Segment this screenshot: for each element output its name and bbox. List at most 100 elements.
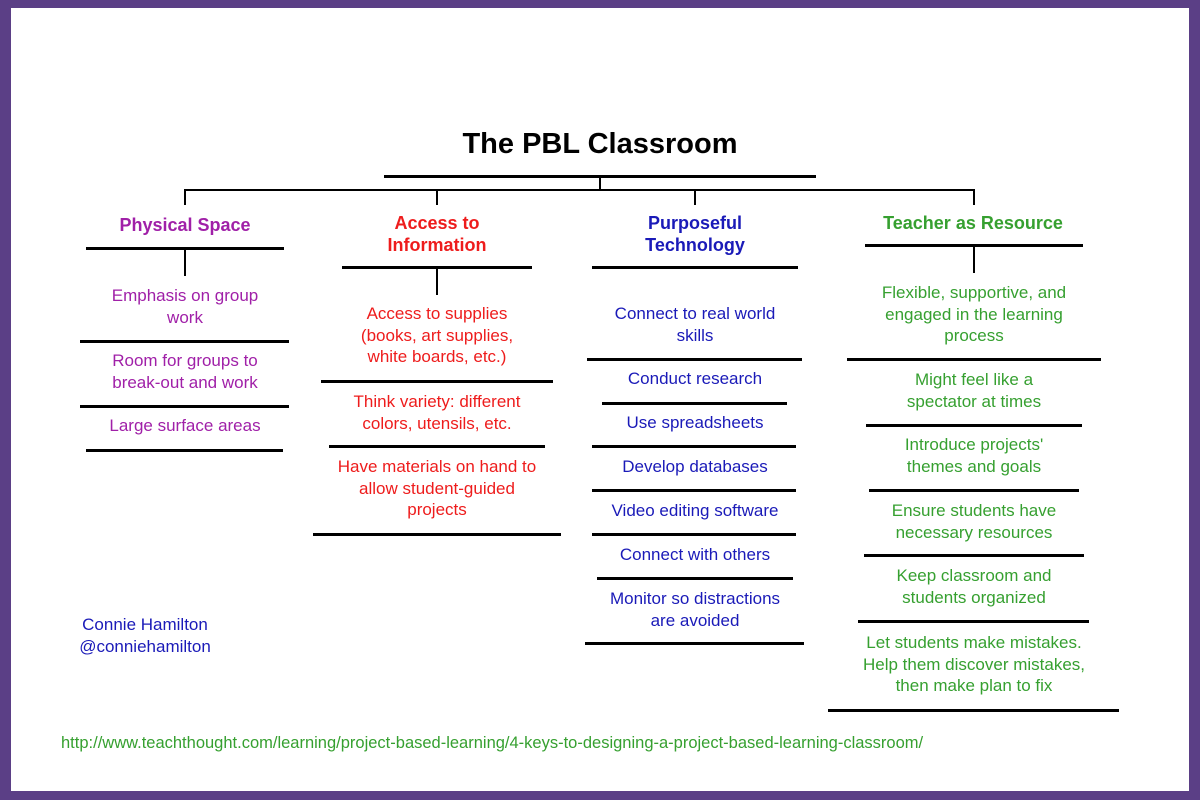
item-line: necessary resources [895,522,1053,542]
list-item: Introduce projects' themes and goals [834,434,1114,477]
item-separator [329,445,545,448]
item-line: Emphasis on group [111,286,259,305]
item-line: Develop databases [622,457,768,476]
heading-physical-space: Physical Space [85,214,285,236]
item-line: skills [676,325,714,345]
item-separator [828,709,1119,712]
list-item: Let students make mistakes. Help them di… [834,632,1114,697]
item-line: (books, art supplies, [360,325,514,345]
source-url: http://www.teachthought.com/learning/pro… [61,734,924,752]
list-item: Access to supplies (books, art supplies,… [312,303,562,368]
item-line: Flexible, supportive, and [881,283,1067,302]
item-line: Ensure students have [891,501,1057,520]
branch-connector [184,189,975,191]
branch-drop-teacher [973,189,975,205]
heading-line: Teacher as Resource [883,213,1063,233]
list-item: Room for groups to break-out and work [70,350,300,393]
heading-line: Purposeful [647,213,742,233]
item-line: projects [407,500,467,519]
heading-underline [592,266,798,269]
item-separator [80,405,289,408]
heading-underline [342,266,532,269]
item-line: Think variety: different [353,392,521,411]
branch-drop-technology [694,189,696,205]
list-item: Connect to real world skills [575,303,815,346]
item-separator [592,533,796,536]
item-line: white boards, etc.) [367,347,507,366]
heading-line: Technology [645,235,745,255]
item-separator [592,445,796,448]
item-separator [864,554,1084,557]
author-credit: Connie Hamilton @conniehamilton [60,614,230,657]
item-line: Large surface areas [109,416,261,435]
list-item: Large surface areas [70,415,300,437]
list-item: Think variety: different colors, utensil… [312,391,562,434]
author-name: Connie Hamilton [82,615,208,634]
item-separator [592,489,796,492]
list-item: Video editing software [575,500,815,522]
item-line: work [167,307,203,327]
item-separator [80,340,289,343]
item-line: Help them discover mistakes, [862,654,1086,674]
item-line: Might feel like a [914,370,1034,389]
item-line: Let students make mistakes. [866,633,1082,652]
item-line: Use spreadsheets [626,413,764,432]
item-line: Video editing software [611,501,779,520]
item-line: Have materials on hand to [337,457,537,476]
item-separator [869,489,1079,492]
item-line: Monitor so distractions [609,589,781,608]
item-line: are avoided [650,610,740,630]
list-item: Flexible, supportive, and engaged in the… [834,282,1114,347]
item-line: Room for groups to [112,351,258,370]
author-handle: @conniehamilton [79,636,211,656]
item-line: Keep classroom and [896,566,1052,585]
heading-line: Information [387,235,487,255]
item-separator [587,358,802,361]
list-item: Conduct research [575,368,815,390]
item-separator [866,424,1082,427]
item-separator [858,620,1089,623]
list-item: Use spreadsheets [575,412,815,434]
diagram-title: The PBL Classroom [462,128,738,160]
list-item: Develop databases [575,456,815,478]
heading-purposeful-technology: Purposeful Technology [595,212,795,256]
list-item: Have materials on hand to allow student-… [312,456,562,521]
item-line: colors, utensils, etc. [362,413,512,433]
item-separator [602,402,787,405]
heading-access-to-information: Access to Information [337,212,537,256]
item-separator [585,642,804,645]
item-separator [321,380,553,383]
list-item: Might feel like a spectator at times [834,369,1114,412]
heading-line: Access to [394,213,480,233]
item-separator [86,449,283,452]
root-connector [599,178,601,190]
heading-line: Physical Space [119,215,251,235]
list-item: Ensure students have necessary resources [834,500,1114,543]
list-item: Emphasis on group work [70,285,300,328]
item-separator [597,577,793,580]
branch-drop-physical [184,189,186,205]
item-line: Introduce projects' [904,435,1044,454]
column-connector [973,247,975,273]
item-line: spectator at times [906,391,1042,411]
item-line: Connect with others [619,545,771,564]
heading-underline [86,247,284,250]
column-connector [184,250,186,276]
heading-teacher-as-resource: Teacher as Resource [863,212,1083,234]
column-connector [436,269,438,295]
item-line: Access to supplies [366,304,508,323]
item-separator [847,358,1101,361]
list-item: Keep classroom and students organized [834,565,1114,608]
item-line: process [944,326,1004,345]
list-item: Monitor so distractions are avoided [575,588,815,631]
heading-underline [865,244,1083,247]
item-line: students organized [902,587,1046,607]
item-line: Conduct research [627,369,763,388]
item-line: then make plan to fix [895,676,1053,695]
branch-drop-access [436,189,438,205]
item-line: Connect to real world [614,304,776,323]
item-line: break-out and work [112,372,258,392]
item-line: allow student-guided [359,478,515,498]
item-separator [313,533,561,536]
